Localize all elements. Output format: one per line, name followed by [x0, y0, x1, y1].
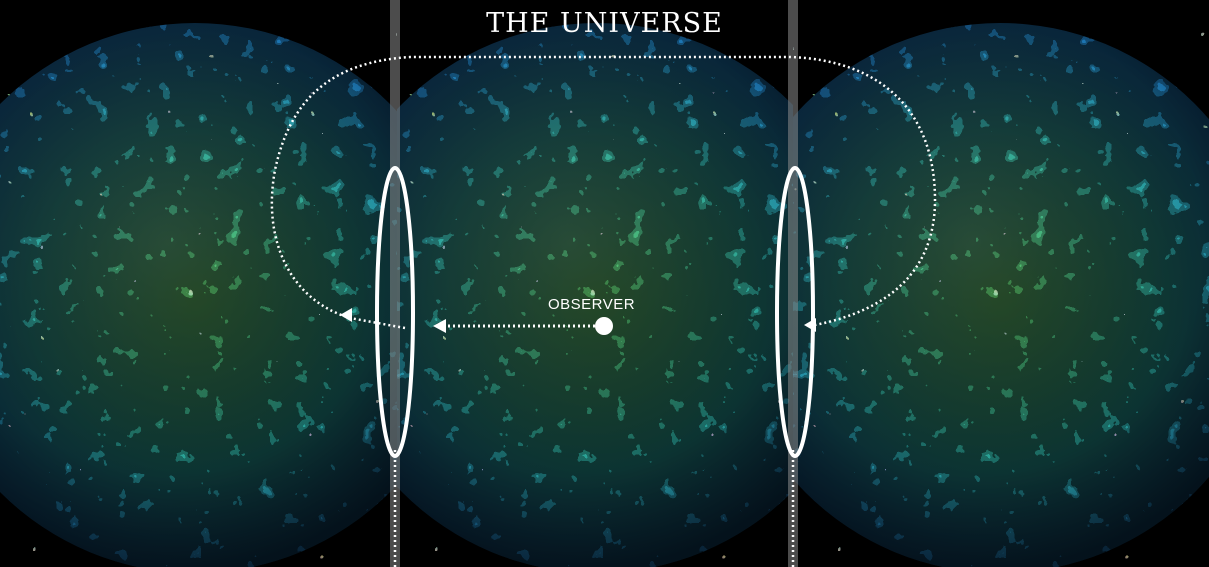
left-divider	[390, 0, 400, 567]
observer-ray-arrowhead	[433, 319, 446, 333]
matched-circle-right	[775, 166, 815, 458]
light-path-loop	[270, 55, 937, 330]
diagram-title: THE UNIVERSE	[486, 8, 723, 39]
left-arrowhead	[340, 308, 352, 322]
matched-circle-left	[375, 166, 415, 458]
observer-label: OBSERVER	[548, 296, 636, 313]
observer-dot	[595, 317, 613, 335]
right-divider	[788, 0, 798, 567]
